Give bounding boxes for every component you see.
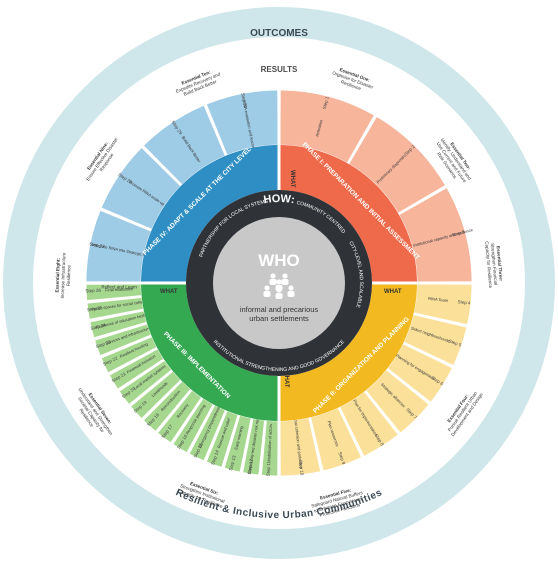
step-label: Mobilisation of actors	[266, 424, 273, 462]
step-number: Step 8	[374, 433, 385, 447]
step-number: Step 24	[90, 322, 107, 331]
step-number: Step 10	[298, 460, 305, 476]
step-label: Final evaluation	[105, 286, 133, 292]
step-number: Step 6	[430, 375, 444, 386]
step-number: Step 3	[451, 229, 465, 237]
step-label: RINA Team	[428, 296, 449, 303]
phase-three-band	[141, 283, 279, 421]
step-number: Step 1	[322, 96, 330, 110]
step-number: Step 30	[240, 92, 248, 109]
essentials-labels: Essential One:Organise for DisasterResil…	[54, 67, 504, 518]
step-label: Social cohesion and protection	[293, 414, 304, 469]
outcomes-label: OUTCOMES	[250, 28, 308, 39]
essential-eight-label: Essential Eight:Increase InfrastructureR…	[54, 252, 72, 299]
what-label-bottom: WHAT	[283, 370, 289, 388]
how-label: HOW:	[263, 193, 296, 206]
reflect-learn-label: Reflect and Learn	[101, 285, 137, 290]
who-title: WHO	[258, 251, 300, 270]
step-number: Step 12	[247, 458, 254, 475]
step-number: Step 15	[193, 442, 204, 459]
what-label-right: WHAT	[384, 289, 402, 295]
step-number: Step 26	[85, 288, 101, 294]
step-number: Step 14	[210, 449, 220, 466]
essential-three-label: Essential Three:Strengthen FinancialCapa…	[484, 240, 504, 289]
people-icon	[263, 273, 295, 299]
step-number: Step 22	[102, 355, 119, 366]
what-label-top: WHAT	[289, 170, 295, 188]
phase-two-band	[279, 283, 417, 421]
results-label: RESULTS	[261, 65, 298, 74]
phase-four-band	[141, 145, 279, 283]
phase-one-band	[279, 145, 417, 283]
step-label: Activation	[314, 119, 323, 137]
step-number: Step 25	[87, 305, 104, 312]
step-number: Step 13	[228, 454, 237, 471]
step-label: Early warning	[233, 425, 244, 450]
step-number: Step 9	[337, 451, 346, 465]
step-number: Step 4	[457, 299, 471, 305]
what-label-left: WHAT	[160, 289, 178, 295]
step-number: Step 5	[448, 339, 462, 348]
step-number: Step 27	[89, 241, 106, 249]
step-number: Step 11	[266, 461, 272, 477]
step-number: Step 23	[95, 339, 112, 349]
